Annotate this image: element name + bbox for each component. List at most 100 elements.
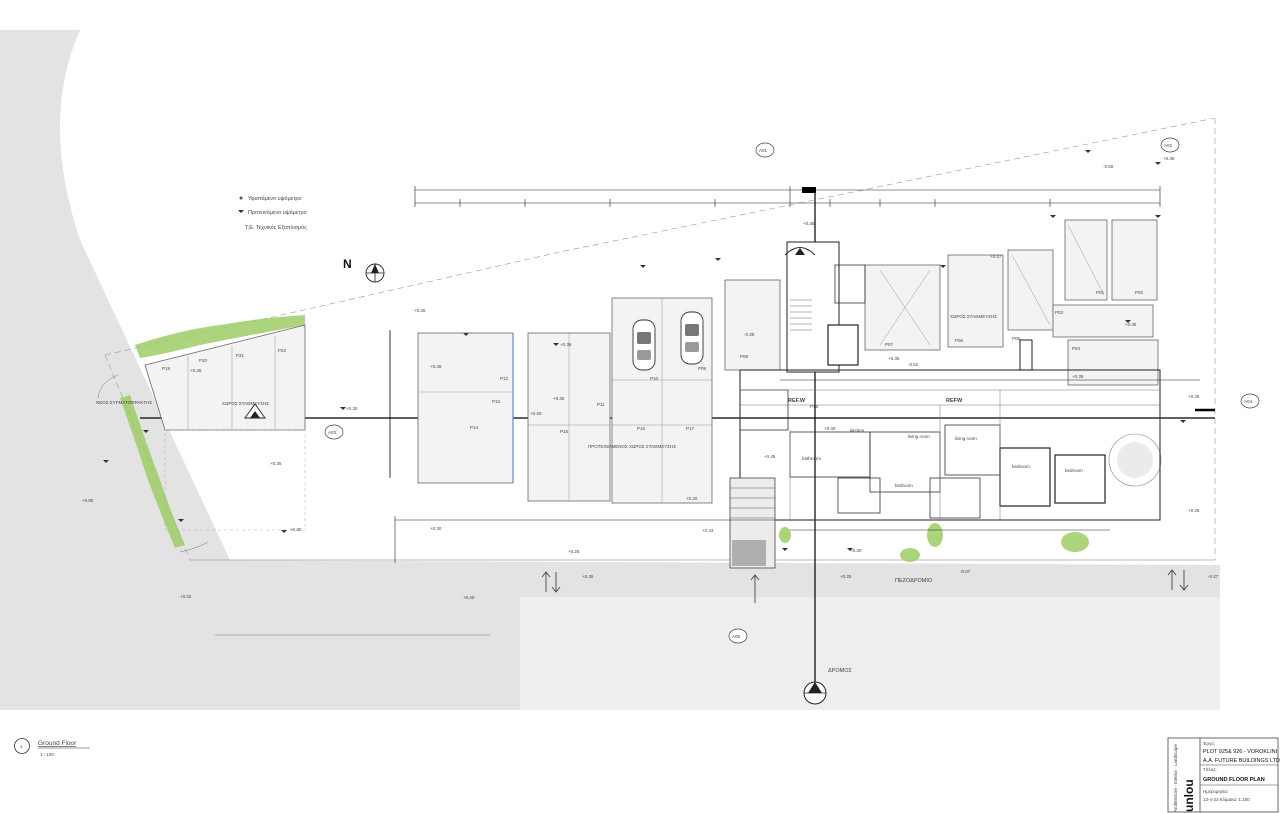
project-line2: A.A. FUTURE BUILDINGS LTD [1203,758,1280,764]
entrance-arrow-icon [541,571,561,593]
svg-text:-0.27: -0.27 [1208,574,1219,579]
svg-text:P14: P14 [470,425,479,430]
svg-text:A05: A05 [732,634,741,639]
pavement-label: ΠΕΖΟΔΡΟΜΙΟ [895,578,933,584]
svg-text:1 : 100: 1 : 100 [40,752,54,757]
room-label: living room [955,436,977,441]
parking-label-left: ΧΩΡΟΣ ΣΤΑΘΜΕΥΣΗΣ [222,401,269,406]
svg-text:-0.39: -0.39 [744,332,755,337]
svg-text:Ground Floor: Ground Floor [38,740,77,747]
side-text: Architecture · Interior · Landscape [1173,743,1178,812]
svg-text:+0.33: +0.33 [702,528,714,533]
svg-text:+0.39: +0.39 [560,342,572,347]
svg-text:+0.35: +0.35 [270,461,282,466]
section-bubble-a04: A04 [1240,393,1260,409]
bay-labels: P01 P02 P03 P04 P05 P06 P07 P08 P09 P10 … [162,290,1144,434]
svg-text:P13: P13 [492,399,501,404]
svg-text:+0.38: +0.38 [430,364,442,369]
unit-label-a: REF.W [788,398,806,404]
entrance-arrow-icon [1167,569,1189,591]
svg-text:P07: P07 [885,342,894,347]
svg-text:+0.30: +0.30 [346,406,358,411]
svg-text:+0.35: +0.35 [888,356,900,361]
svg-text:+0.35: +0.35 [553,396,565,401]
svg-text:+0.30: +0.30 [430,526,442,531]
svg-text:P05: P05 [1012,336,1021,341]
svg-text:+0.35: +0.35 [803,221,815,226]
project-line1: PLOT 925& 926 - VOROKLINI [1203,749,1278,755]
svg-text:P10: P10 [650,376,659,381]
svg-text:+0.25: +0.25 [840,574,852,579]
svg-text:+0.40: +0.40 [824,426,836,431]
north-label: N [343,257,352,271]
svg-text:+0.37: +0.37 [990,254,1002,259]
parking-label-middle: ΠΡΟΤΕΙΝΟΜΕΝΟΣ ΧΩΡΟΣ ΣΤΑΘΜΕΥΣΗΣ [588,444,676,449]
svg-text:P18: P18 [810,404,819,409]
legend: Υφιστάμενο υψόμετρο Προτεινόμενο υψόμετρ… [238,195,307,231]
section-bubble-a03: A03 [324,424,344,440]
svg-text:1: 1 [20,744,23,749]
svg-text:P21: P21 [236,353,245,358]
svg-text:+0.39: +0.39 [582,574,594,579]
svg-text:+0.45: +0.45 [190,368,202,373]
section-bubble-a02: A02 [1160,137,1180,153]
title-block: Έργο: PLOT 925& 926 - VOROKLINI A.A. FUT… [1167,737,1280,813]
svg-text:+0.40: +0.40 [463,595,475,600]
section-marker-icon [784,247,816,256]
svg-text:P20: P20 [199,358,208,363]
level-tags: +0.35 +0.38 +0.30 +0.39 +0.35 +0.45 +0.2… [82,156,1219,600]
svg-text:P15: P15 [560,429,569,434]
svg-text:A04: A04 [1244,399,1253,404]
room-label: bathroom [802,456,821,461]
svg-text:+0.45: +0.45 [764,454,776,459]
svg-text:+0.20: +0.20 [530,411,542,416]
svg-text:P03: P03 [1055,310,1064,315]
car-icon [632,319,656,371]
room-label: bedroom [1065,468,1083,473]
svg-text:+0.39: +0.39 [1072,374,1084,379]
project-label: Έργο: [1202,741,1215,746]
parking-label-right: ΧΩΡΟΣ ΣΤΑΘΜΕΥΣΗΣ [950,314,997,319]
parking-zone-right [864,219,1159,386]
svg-text:P12: P12 [500,376,509,381]
svg-text:P22: P22 [278,348,287,353]
tree-icon [1108,433,1162,487]
svg-text:+0.20: +0.20 [686,496,698,501]
room-label: bedroom [895,483,913,488]
svg-text:+0.32: +0.32 [180,594,192,599]
entrance-label: ΝΕΟΣ ΣΥΡΜΑΤΟΦΡΑΚΤΗΣ [96,400,152,405]
date-value: 13-4-23 Κλίμακα: 1:100 [1203,797,1250,802]
svg-text:+0.80: +0.80 [82,498,94,503]
view-marker-icon [244,403,266,419]
svg-text:+0.35: +0.35 [414,308,426,313]
svg-text:P08: P08 [740,354,749,359]
bottom-dimensions [394,379,1200,563]
svg-text:+0.36: +0.36 [1163,156,1175,161]
entrance-arrow-icon [750,574,760,603]
unit-label-b: REFW [946,398,963,404]
legend-item-existing: Υφιστάμενο υψόμετρο [248,195,302,202]
stair-core [786,241,866,373]
entrance-ramp [729,477,776,569]
room-label: living room [908,434,930,439]
svg-text:P17: P17 [686,426,695,431]
title-label: Τίτλος: [1203,767,1217,772]
svg-text:-0.52: -0.52 [908,362,919,367]
svg-text:P16: P16 [637,426,646,431]
site-gate [97,374,119,399]
parking-zone-middle [417,279,781,504]
apartment-block [739,339,1161,521]
logo-text: unlou [1182,779,1196,812]
sheet-label: 1 Ground Floor 1 : 100 [14,738,90,757]
road-area [0,30,1220,710]
svg-text:P01: P01 [1096,290,1105,295]
svg-text:A03: A03 [328,430,337,435]
svg-text:P19: P19 [162,366,171,371]
svg-text:+0.25: +0.25 [1188,508,1200,513]
section-marker-icon [803,681,827,705]
room-label: bedroom [1012,464,1030,469]
svg-text:P06: P06 [955,338,964,343]
svg-text:+0.35: +0.35 [1125,322,1137,327]
site-gate [179,541,209,553]
